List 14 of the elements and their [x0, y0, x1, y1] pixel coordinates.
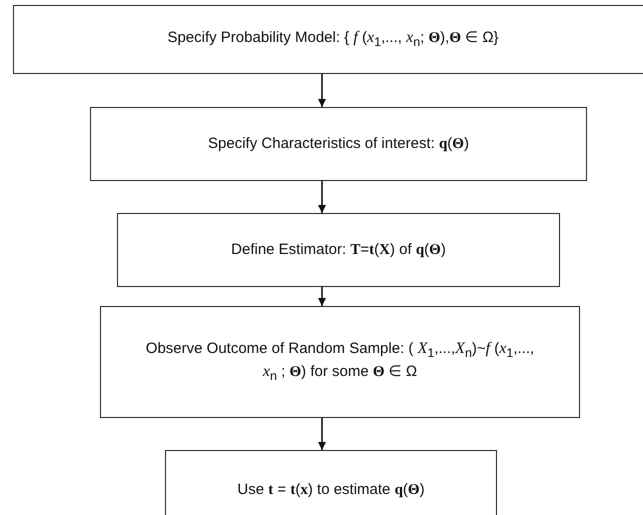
arrow [318, 181, 326, 213]
step-text: Specify Probability Model: { f (x$_{1}$,..., x$_{n}$; Θ),Θ ∈ Ω} [167, 28, 499, 51]
arrow [318, 418, 326, 450]
process-box [90, 107, 587, 181]
process-box [117, 213, 560, 287]
arrow [318, 287, 326, 306]
step-text: Specify Characteristics of interest: q(Θ) [208, 134, 469, 154]
process-box [165, 450, 497, 515]
step-text: Use t = t(x) to estimate q(Θ) [237, 480, 425, 500]
process-box [100, 306, 580, 418]
step-text: Define Estimator: T=t(X) of q(Θ) [231, 240, 446, 260]
step-text: Observe Outcome of Random Sample: ( X$_{1}$,...,X$_{n}$)~f (x$_{1}$,..., x$_{n}$ ; Θ) for some Θ ∈ Ω [144, 339, 536, 385]
process-box [13, 5, 643, 74]
arrow [318, 74, 326, 107]
